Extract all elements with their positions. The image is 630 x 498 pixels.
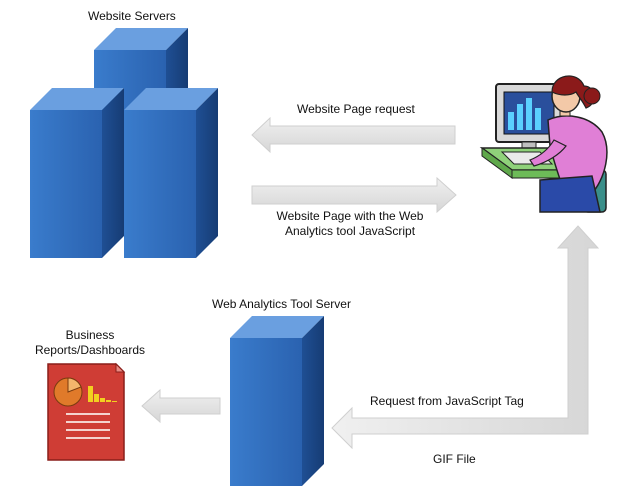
- page-with-js-label: Website Page with the Web Analytics tool…: [262, 209, 438, 239]
- business-reports-label-line2: Reports/Dashboards: [34, 343, 146, 357]
- report-arrow: [141, 388, 221, 424]
- analytics-server: [230, 316, 324, 486]
- server-left: [30, 88, 124, 258]
- analytics-server-label: Web Analytics Tool Server: [212, 297, 351, 311]
- page-request-arrow: [251, 116, 456, 154]
- report-document-icon: [47, 362, 126, 461]
- page-with-js-label-line1: Website Page with the Web: [276, 209, 424, 223]
- page-with-js-arrow: [251, 176, 457, 214]
- website-servers: [30, 28, 218, 258]
- page-with-js-label-line2: Analytics tool JavaScript: [284, 224, 416, 238]
- website-servers-label: Website Servers: [88, 9, 176, 23]
- business-reports-label: Business Reports/Dashboards: [30, 328, 150, 358]
- gif-file-label: GIF File: [433, 452, 476, 466]
- page-request-label: Website Page request: [297, 102, 415, 116]
- business-reports-label-line1: Business: [65, 328, 115, 342]
- js-tag-request-label: Request from JavaScript Tag: [370, 394, 524, 408]
- person-at-computer-icon: [479, 75, 608, 213]
- gif-return-arrow: [331, 225, 600, 450]
- server-right: [124, 88, 218, 258]
